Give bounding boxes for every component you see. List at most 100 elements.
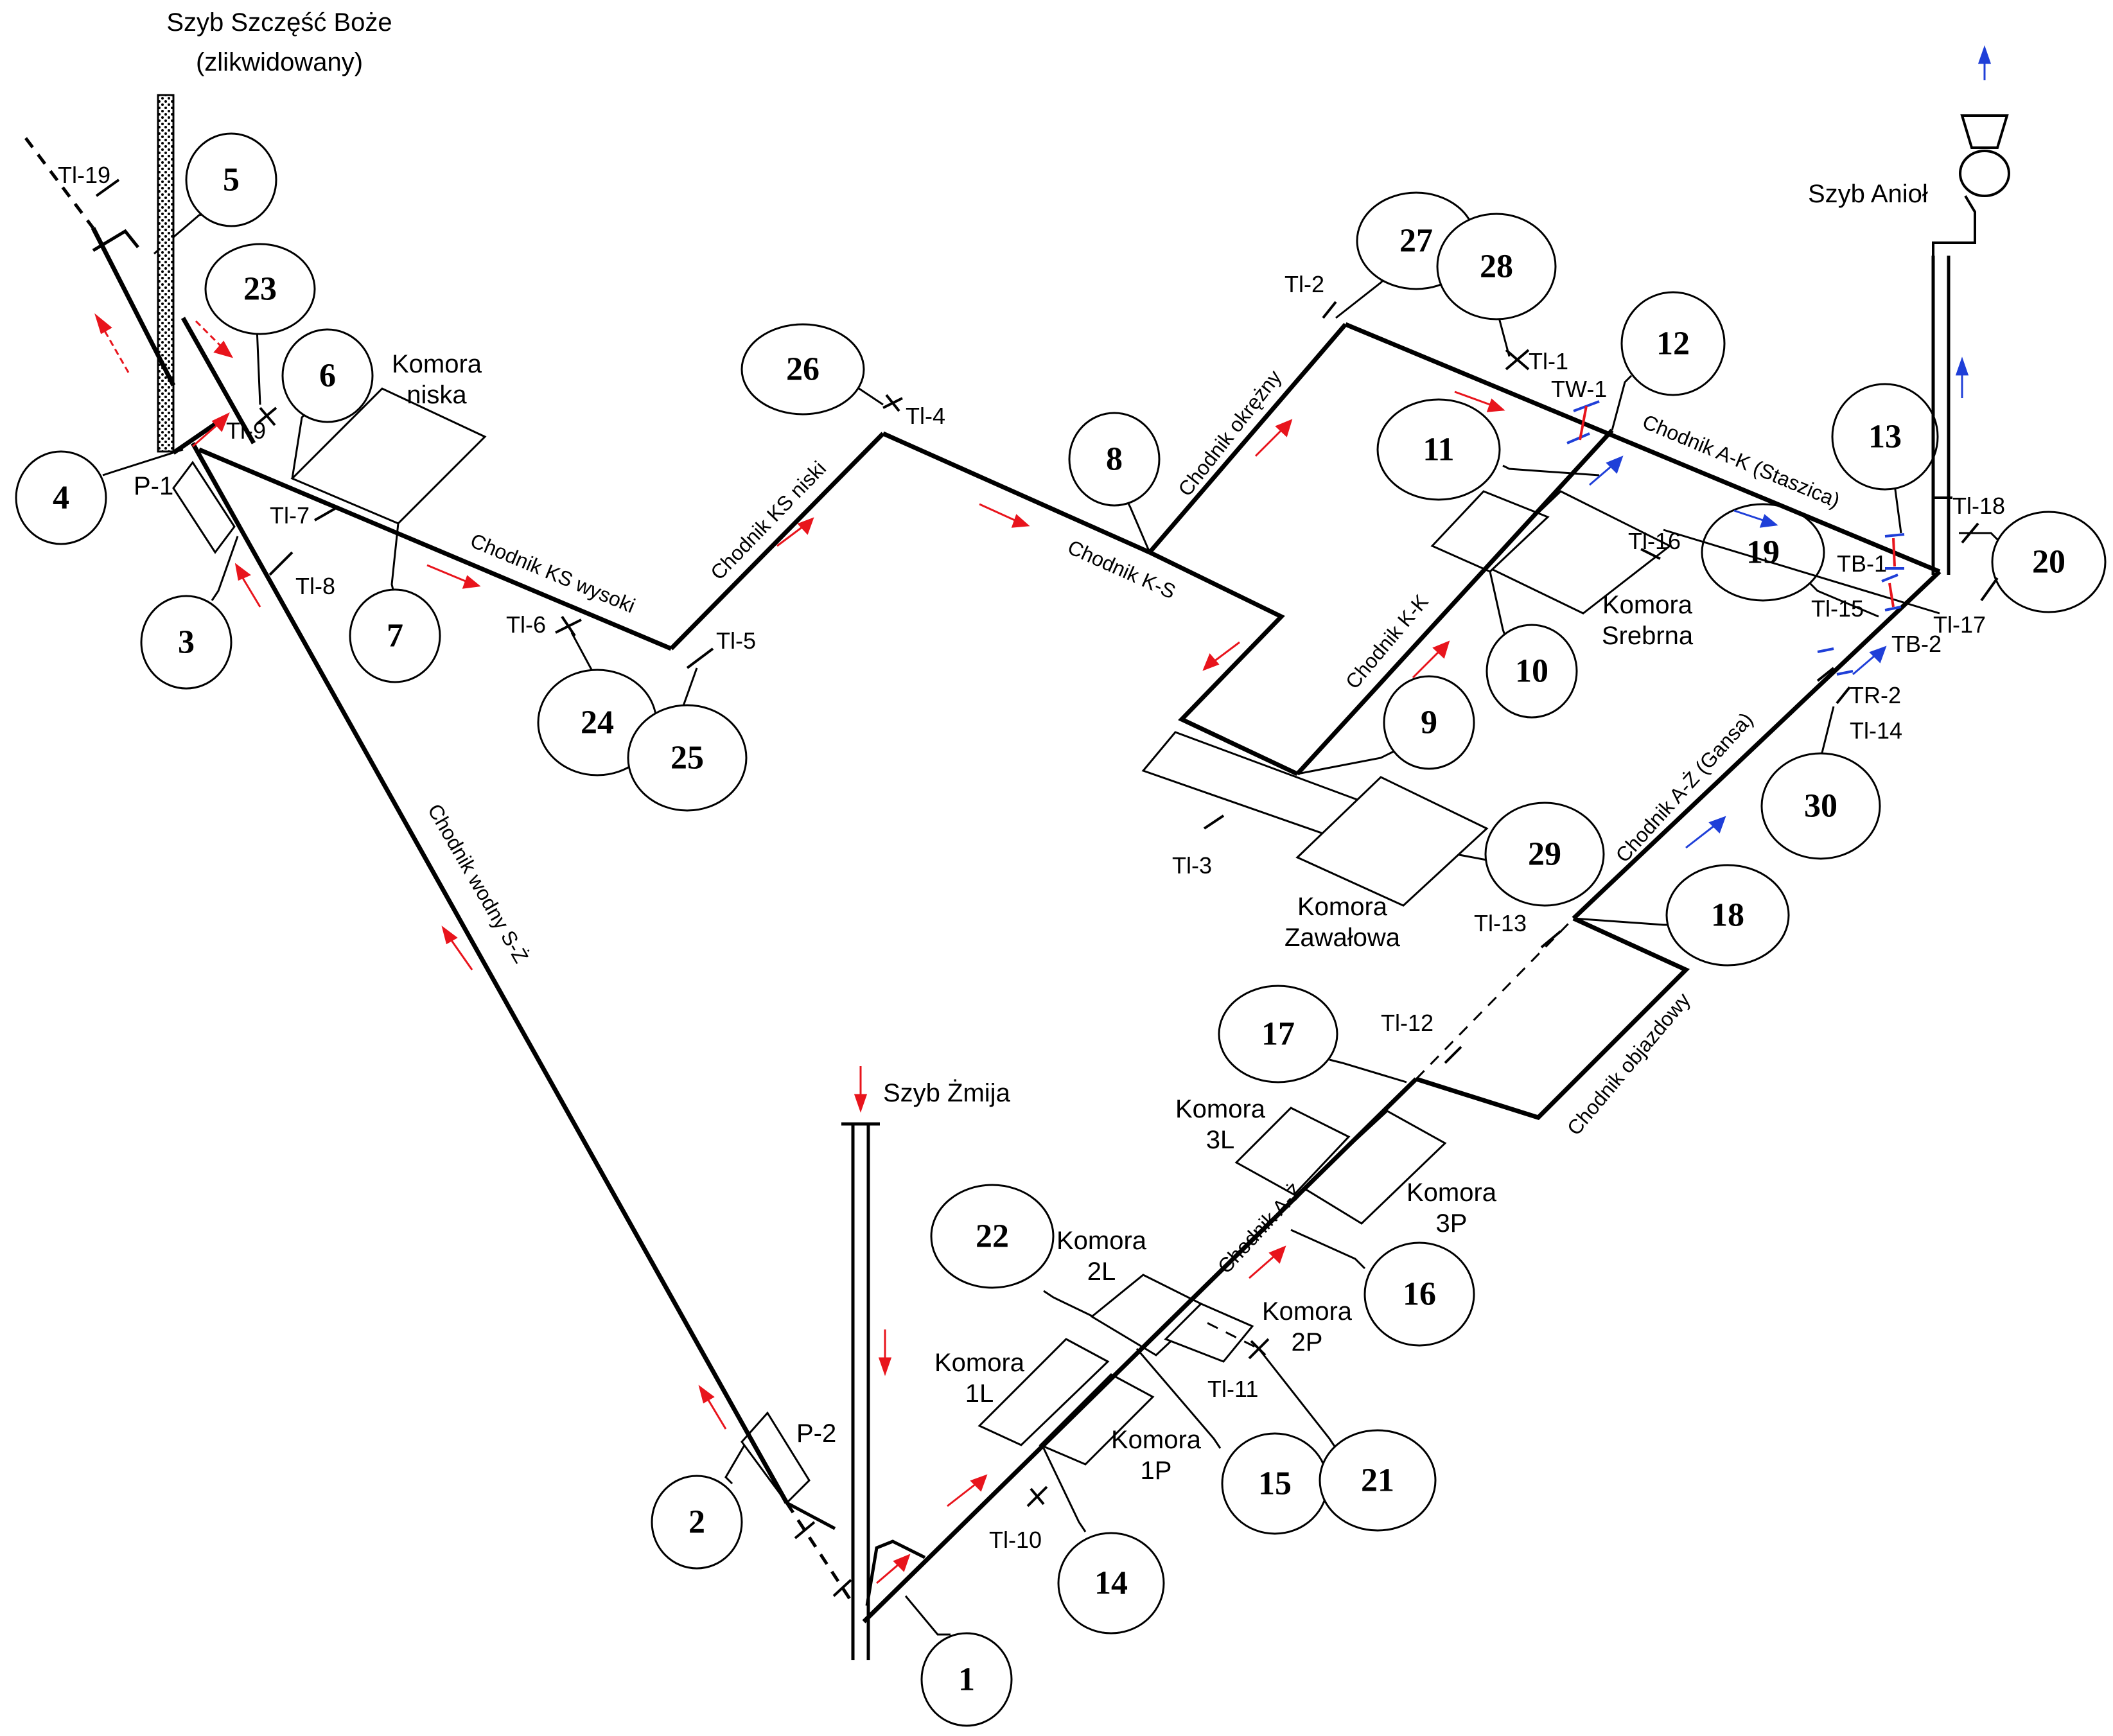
point-1: 1 [958,1661,975,1698]
station-tl4: Tl-4 [906,403,945,429]
point-22: 22 [976,1218,1009,1255]
dashed-top-left [24,137,94,229]
dam-p1-label: P-1 [134,472,173,500]
gallery-k-s [1148,550,1299,776]
shaft-szczesc-boze-label-2: (zlikwidowany) [196,48,363,76]
point-15: 15 [1258,1466,1292,1502]
arrow-blue [1977,45,1992,80]
point-6: 6 [319,358,336,394]
arrow-blue [1852,645,1887,676]
point-26: 26 [786,351,820,388]
callout-19 [1701,503,1879,618]
callout-4 [15,448,184,545]
dam-p2-box [741,1411,811,1505]
chamber-3L [1234,1107,1351,1196]
arrow-red [192,412,230,448]
gallery-wodny [190,442,789,1504]
callout-3 [140,536,239,690]
arrow-red [234,563,261,608]
chamber-zawalowa-b [1295,776,1489,907]
dashed-zmija-link [785,1502,856,1607]
shaft-szczesc-boze [157,94,175,453]
gallery-a-z-gansa [1572,570,1942,920]
point-21: 21 [1361,1462,1394,1499]
callout-9 [1297,675,1475,775]
station-tl12: Tl-12 [1381,1010,1434,1036]
callout-20 [1959,511,2107,613]
point-16: 16 [1403,1276,1436,1313]
shaft-zmija [841,1122,880,1660]
gallery-okrezny-label: Chodnik okrężny [1173,365,1286,500]
shaft-aniol-label: Szyb Anioł [1808,180,1928,208]
gallery-ks-top [882,431,1151,555]
gallery-a-z-gansa-label: Chodnik A-Ż (Gansa) [1611,708,1757,866]
gallery-zmija-link [785,1501,836,1530]
arrow-red [979,503,1030,528]
station-tl5: Tl-5 [716,627,756,654]
point-2: 2 [688,1504,705,1541]
point-11: 11 [1423,432,1454,468]
callout-13 [1831,383,1939,534]
arrow-red [776,517,814,547]
point-29: 29 [1528,836,1561,873]
point-18: 18 [1711,897,1744,934]
station-tl9: Tl-9 [226,417,266,444]
station-labels: Tl-19 Tl-9 Tl-7 Tl-8 Tl-6 Tl-5 Tl-4 Tl-2… [58,162,2005,1553]
callout-18 [1573,864,1790,967]
fan-icon [1959,114,2010,197]
station-tl16: Tl-16 [1628,528,1681,554]
gallery-upper-left [91,227,176,387]
point-24: 24 [581,705,614,741]
station-tl8: Tl-8 [295,573,335,599]
callout-26 [741,323,884,416]
callout-23 [204,243,316,405]
measurement-bars [1566,400,1905,676]
point-23: 23 [243,271,277,308]
station-tl11: Tl-11 [1207,1376,1258,1402]
gallery-objazdowy [1415,916,1690,1120]
airflow-arrows-blue [1589,45,1992,849]
station-tl7: Tl-7 [270,502,310,529]
arrow-blue [1685,816,1726,849]
gallery-k-k [1295,428,1614,776]
callout-17 [1218,985,1407,1083]
point-7: 7 [387,618,403,654]
gallery-to-tl9 [180,317,256,444]
callout-25 [627,667,748,812]
dashed-tl12-tl13 [1415,917,1575,1080]
point-3: 3 [178,624,195,661]
point-14: 14 [1094,1565,1128,1602]
point-10: 10 [1515,653,1548,690]
shafts [157,94,2010,1660]
point-9: 9 [1421,705,1437,741]
point-4: 4 [53,480,69,516]
airflow-arrows-red [94,313,1505,1584]
dam-p1-box [172,460,236,554]
callout-30 [1760,706,1881,860]
point-13: 13 [1868,419,1902,455]
gallery-okrezny [1148,322,1347,554]
arrow-red [441,925,473,970]
station-tl1: Tl-1 [1529,348,1568,374]
galleries [91,227,1942,1624]
gallery-ks-niski [669,432,885,651]
callout-2 [651,1438,750,1570]
gallery-a-k [1344,322,1941,574]
point-12: 12 [1656,326,1690,362]
arrow-red [1454,390,1505,412]
station-tl3: Tl-3 [1172,852,1212,879]
shaft-aniol [1931,195,1976,575]
arrow-blue [1589,455,1624,486]
chamber-1P [1039,1373,1155,1466]
station-tl10: Tl-10 [989,1527,1042,1553]
point-30: 30 [1804,788,1837,825]
arrow-red [947,1474,988,1507]
callout-16 [1290,1229,1475,1347]
station-tl19: Tl-19 [58,162,110,188]
callout-11 [1376,398,1600,501]
chamber-srebrna-inner [1430,490,1550,573]
